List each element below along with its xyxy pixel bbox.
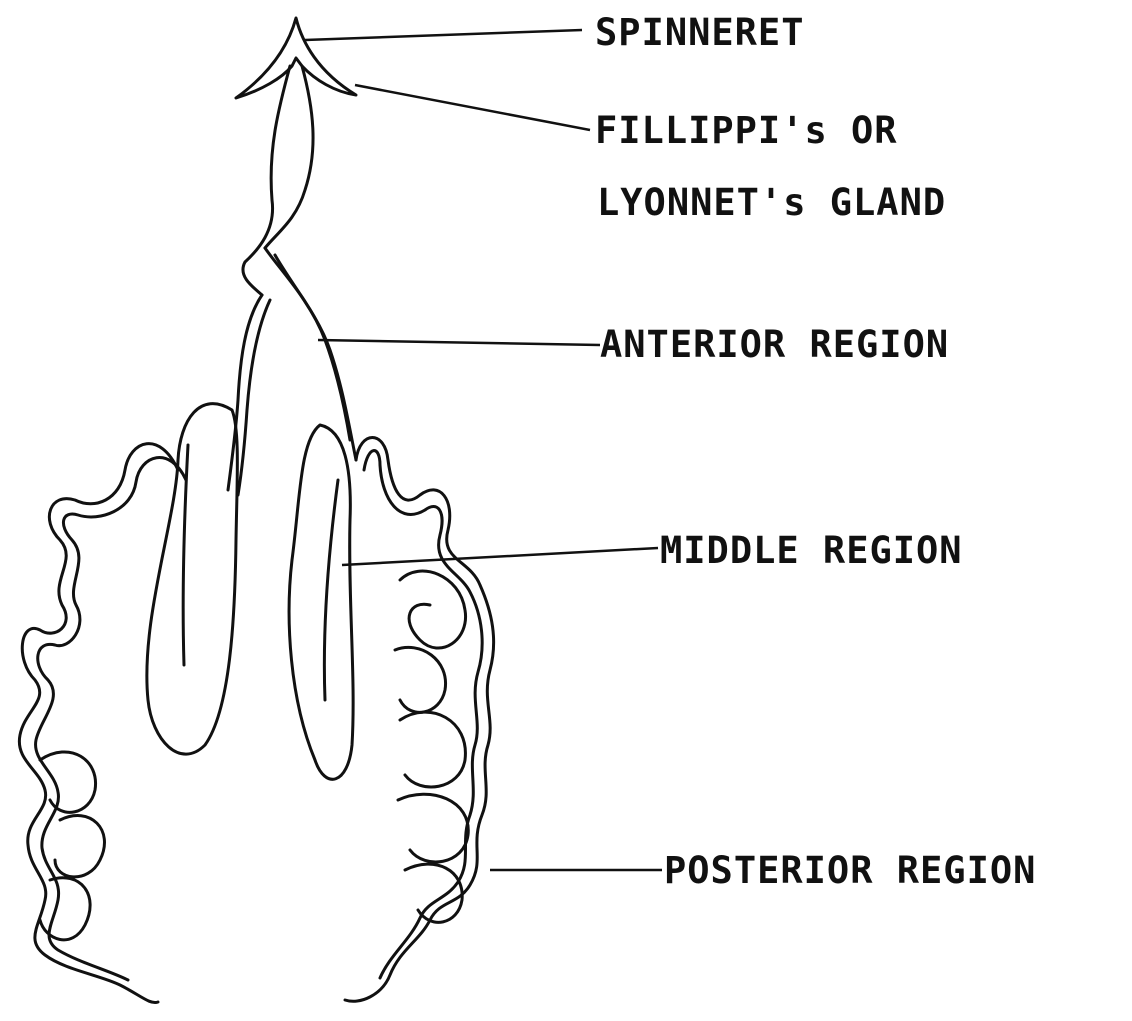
label-middle-region: MIDDLE REGION [660,532,963,569]
middle-region-right [289,425,353,779]
right-posterior-loops [398,712,468,922]
leader-spinneret [305,30,582,40]
leader-middle [342,548,658,565]
right-convoluted-tube-2 [364,451,482,978]
label-posterior-region: POSTERIOR REGION [664,852,1036,889]
left-posterior-loops [40,752,104,940]
leader-fillippi [355,85,590,130]
anterior-duct-right [265,248,350,440]
middle-region-right-inner [324,480,338,700]
label-fillippi-gland-line2: LYONNET's GLAND [597,184,946,221]
label-spinneret: SPINNERET [595,14,804,51]
label-fillippi-gland-line1: FILLIPPI's OR [595,112,898,149]
anterior-duct-left-2 [238,300,270,495]
label-anterior-region: ANTERIOR REGION [600,326,949,363]
leader-anterior [318,340,600,345]
lyonnet-gland-left [243,66,290,295]
spinneret-shape [236,18,356,98]
right-middle-loops [395,571,466,712]
anterior-duct-left [228,295,262,490]
